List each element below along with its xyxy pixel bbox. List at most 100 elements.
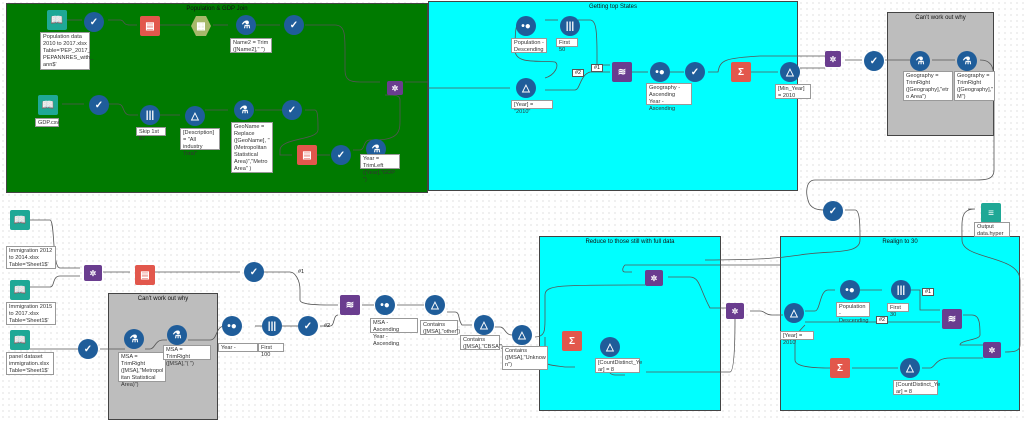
input-data-tool[interactable]: 📖 (10, 280, 30, 300)
join-multiple-tool[interactable]: ✲ (84, 265, 102, 281)
tool-annotation: MSA = TrimRight ([MSA],"Metropol itan St… (118, 352, 166, 388)
sample-tool[interactable]: ||| (891, 280, 911, 300)
sort-tool[interactable]: •● (650, 62, 670, 82)
tool-annotation: Population - Descending (836, 302, 870, 324)
select-tool[interactable]: ✓ (685, 62, 705, 82)
select-tool[interactable]: ✓ (84, 12, 104, 32)
connection-label: #1 (298, 269, 305, 275)
tool-annotation: First 100 (258, 343, 284, 358)
join-multiple-tool[interactable]: ✲ (726, 303, 744, 319)
text-to-columns-tool[interactable]: ▤ (135, 265, 155, 285)
table-split-icon: ▤ (140, 269, 150, 281)
sample-bars-icon: ||| (267, 320, 277, 332)
filter-tool[interactable]: △ (516, 78, 536, 98)
filter-tool[interactable]: △ (784, 303, 804, 323)
output-data-tool[interactable]: ≡ (981, 203, 1001, 223)
sample-bars-icon: ||| (145, 109, 155, 121)
container-reduce-full-data[interactable]: Reduce to those still with full data (539, 236, 721, 411)
select-tool[interactable]: ✓ (244, 262, 264, 282)
checkmark-icon: ✓ (289, 19, 299, 31)
join-icon: ✲ (89, 268, 97, 278)
sample-tool[interactable]: ||| (262, 316, 282, 336)
filter-tool[interactable]: △ (474, 315, 494, 335)
join-multiple-tool[interactable]: ✲ (983, 342, 1001, 358)
select-tool[interactable]: ✓ (298, 316, 318, 336)
filter-triangle-icon: △ (786, 66, 794, 78)
join-multiple-tool[interactable]: ✲ (825, 51, 841, 67)
flask-icon: ⚗ (371, 143, 381, 155)
sort-tool[interactable]: •● (222, 316, 242, 336)
input-data-tool[interactable]: 📖 (47, 10, 67, 30)
formula-tool[interactable]: ⚗ (124, 329, 144, 349)
connection-label: #1 (591, 64, 604, 72)
tool-annotation: [Description] = "All industry Total" (180, 128, 220, 157)
input-data-tool[interactable]: 📖 (10, 330, 30, 350)
summarize-tool[interactable]: Σ (562, 331, 582, 351)
select-tool[interactable]: ✓ (331, 145, 351, 165)
filter-triangle-icon: △ (518, 329, 526, 341)
tool-annotation: GeoName = Replace ([GeoName], "(Metropol… (231, 122, 273, 173)
tool-annotation: Contains ([MSA],"Unknow n") (502, 346, 548, 370)
input-data-tool[interactable]: 📖 (10, 210, 30, 230)
sort-dots-icon: •● (521, 20, 531, 32)
join-multiple-tool[interactable]: ✲ (645, 270, 663, 286)
tool-annotation: First 50 (556, 38, 578, 53)
tool-annotation: Name2 = Trim ([Name2]," ") (230, 38, 272, 53)
multi-row-tool[interactable]: ≋ (942, 309, 962, 329)
dynamic-rename-tool[interactable]: ▦ (191, 16, 211, 36)
formula-tool[interactable]: ⚗ (234, 100, 254, 120)
tool-annotation: Population - Descending (511, 38, 547, 53)
select-tool[interactable]: ✓ (284, 15, 304, 35)
formula-tool[interactable]: ⚗ (910, 51, 930, 71)
text-to-columns-tool[interactable]: ▤ (140, 16, 160, 36)
sigma-icon: Σ (568, 335, 575, 347)
filter-tool[interactable]: △ (600, 337, 620, 357)
multi-row-tool[interactable]: ≋ (340, 295, 360, 315)
select-tool[interactable]: ✓ (282, 100, 302, 120)
join-multiple-tool[interactable]: ✲ (387, 81, 403, 95)
formula-tool[interactable]: ⚗ (957, 51, 977, 71)
multi-row-tool[interactable]: ≋ (612, 62, 632, 82)
select-tool[interactable]: ✓ (78, 339, 98, 359)
select-tool[interactable]: ✓ (864, 51, 884, 71)
sample-tool[interactable]: ||| (140, 105, 160, 125)
join-icon: ✲ (650, 273, 658, 283)
input-data-tool[interactable]: 📖 (38, 95, 58, 115)
formula-tool[interactable]: ⚗ (236, 15, 256, 35)
select-tool[interactable]: ✓ (89, 95, 109, 115)
select-tool[interactable]: ✓ (823, 201, 843, 221)
sort-dots-icon: •● (227, 320, 237, 332)
filter-tool[interactable]: △ (780, 62, 800, 82)
formula-tool[interactable]: ⚗ (167, 325, 187, 345)
tool-annotation: Year = TrimLeft ([Year],"GDP ") (360, 154, 400, 183)
filter-triangle-icon: △ (790, 307, 798, 319)
sort-tool[interactable]: •● (840, 280, 860, 300)
filter-tool[interactable]: △ (900, 358, 920, 378)
sort-tool[interactable]: •● (375, 295, 395, 315)
filter-tool[interactable]: △ (185, 106, 205, 126)
sample-tool[interactable]: ||| (560, 16, 580, 36)
tool-annotation: Contains ([MSA],"other") (420, 320, 460, 335)
book-icon: 📖 (13, 214, 27, 226)
tool-annotation: Skip 1st 87 (136, 127, 166, 142)
summarize-tool[interactable]: Σ (731, 62, 751, 82)
sort-tool[interactable]: •● (516, 16, 536, 36)
checkmark-icon: ✓ (94, 99, 104, 111)
tool-annotation: Geography - Ascending Year - Ascending (646, 83, 692, 112)
book-icon: 📖 (50, 14, 64, 26)
text-to-columns-tool[interactable]: ▤ (297, 145, 317, 165)
filter-tool[interactable]: △ (512, 325, 532, 345)
checkmark-icon: ✓ (287, 104, 297, 116)
checkmark-icon: ✓ (828, 205, 838, 217)
filter-tool[interactable]: △ (425, 295, 445, 315)
filter-triangle-icon: △ (480, 319, 488, 331)
container-getting-top-states[interactable]: Getting top States (428, 1, 798, 191)
container-title: Getting top States (588, 4, 638, 10)
sample-bars-icon: ||| (896, 284, 906, 296)
summarize-tool[interactable]: Σ (830, 358, 850, 378)
filter-triangle-icon: △ (431, 299, 439, 311)
dna-icon: ≋ (617, 66, 627, 78)
join-icon: ✲ (829, 54, 837, 64)
table-split-icon: ▤ (145, 20, 155, 32)
flask-icon: ⚗ (915, 55, 925, 67)
